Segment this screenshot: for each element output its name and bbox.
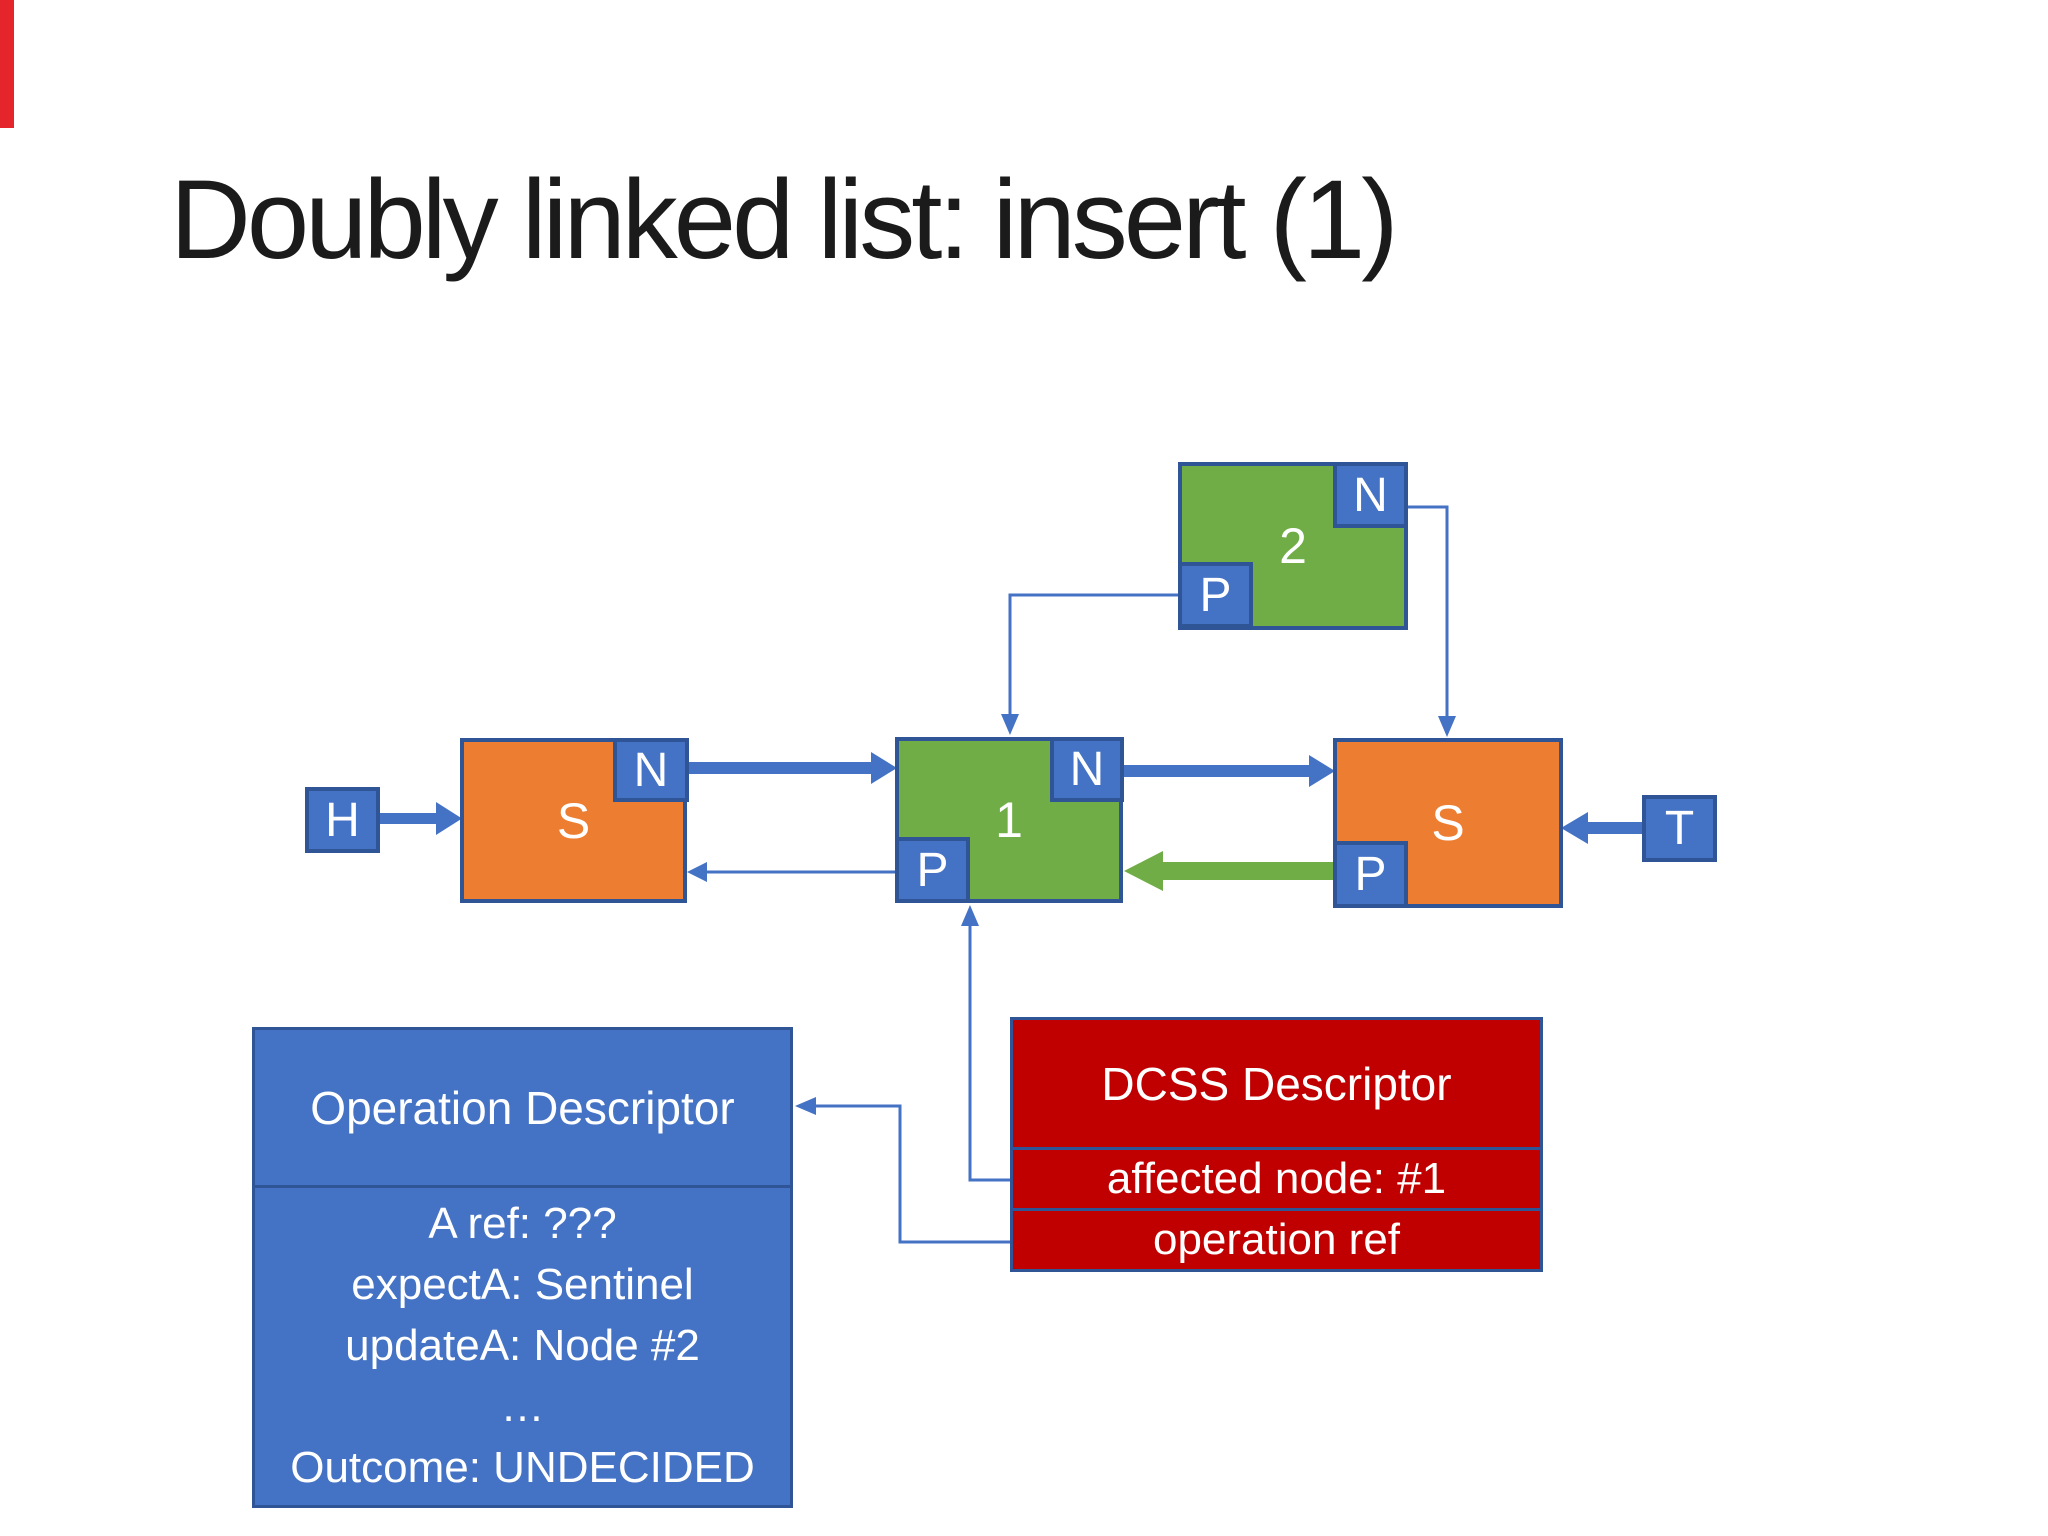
operation-descriptor-row: A ref: ???: [428, 1199, 617, 1249]
dcss-operation-ref-row: operation ref: [1013, 1208, 1540, 1269]
sentinel-right-prev-label: P: [1354, 848, 1387, 901]
arrow-left-sentinel-next-to-node1: [689, 752, 897, 784]
operation-descriptor-row: …: [500, 1382, 545, 1432]
arrow-node1-next-to-right-sentinel: [1123, 755, 1335, 787]
node1-next-tag: N: [1050, 737, 1124, 802]
dcss-descriptor-title: DCSS Descriptor: [1101, 1057, 1452, 1110]
arrow-node1-prev-to-left-sentinel: [687, 862, 895, 882]
arrow-right-sentinel-prev-to-node1: [1124, 851, 1333, 891]
arrow-dcss-operation-ref-to-descriptor: [795, 1097, 1010, 1244]
node1-label: 1: [995, 792, 1023, 848]
arrow-node2-next-to-right-sentinel: [1408, 505, 1456, 737]
node2-label: 2: [1279, 518, 1307, 574]
operation-descriptor-row: expectA: Sentinel: [351, 1260, 694, 1310]
node2-prev-label: P: [1199, 568, 1232, 622]
node2-next-tag: N: [1333, 462, 1408, 528]
head-pointer-box: H: [305, 787, 380, 853]
node1-prev-tag: P: [895, 837, 970, 903]
sentinel-right-label: S: [1431, 795, 1465, 851]
arrow-head-to-left-sentinel: [380, 802, 462, 835]
arrow-node2-prev-to-node1: [1001, 593, 1178, 735]
node2-next-label: N: [1353, 468, 1388, 522]
head-pointer-label: H: [325, 793, 360, 847]
slide-title: Doubly linked list: insert (1): [170, 157, 1398, 282]
tail-pointer-label: T: [1664, 802, 1695, 855]
arrow-tail-to-right-sentinel: [1561, 812, 1642, 844]
node1-next-label: N: [1069, 743, 1105, 796]
red-accent-bar: [0, 0, 14, 128]
tail-pointer-box: T: [1642, 795, 1717, 862]
operation-descriptor-row: Outcome: UNDECIDED: [290, 1443, 755, 1493]
operation-descriptor-row: updateA: Node #2: [345, 1321, 700, 1371]
operation-descriptor-box: Operation Descriptor A ref: ??? expectA:…: [252, 1027, 793, 1508]
sentinel-left-next-label: N: [633, 743, 669, 797]
operation-descriptor-title: Operation Descriptor: [255, 1030, 790, 1188]
operation-descriptor-body: A ref: ??? expectA: Sentinel updateA: No…: [255, 1188, 790, 1505]
dcss-descriptor-box: DCSS Descriptor affected node: #1 operat…: [1010, 1017, 1543, 1272]
node1-prev-label: P: [916, 843, 949, 897]
sentinel-right-prev-tag: P: [1333, 841, 1408, 908]
dcss-affected-node-row: affected node: #1: [1013, 1147, 1540, 1208]
node2-prev-tag: P: [1178, 562, 1253, 628]
sentinel-left-label: S: [556, 792, 591, 849]
sentinel-left-next-tag: N: [613, 738, 689, 802]
arrow-dcss-affected-node-to-node1: [961, 905, 1010, 1182]
